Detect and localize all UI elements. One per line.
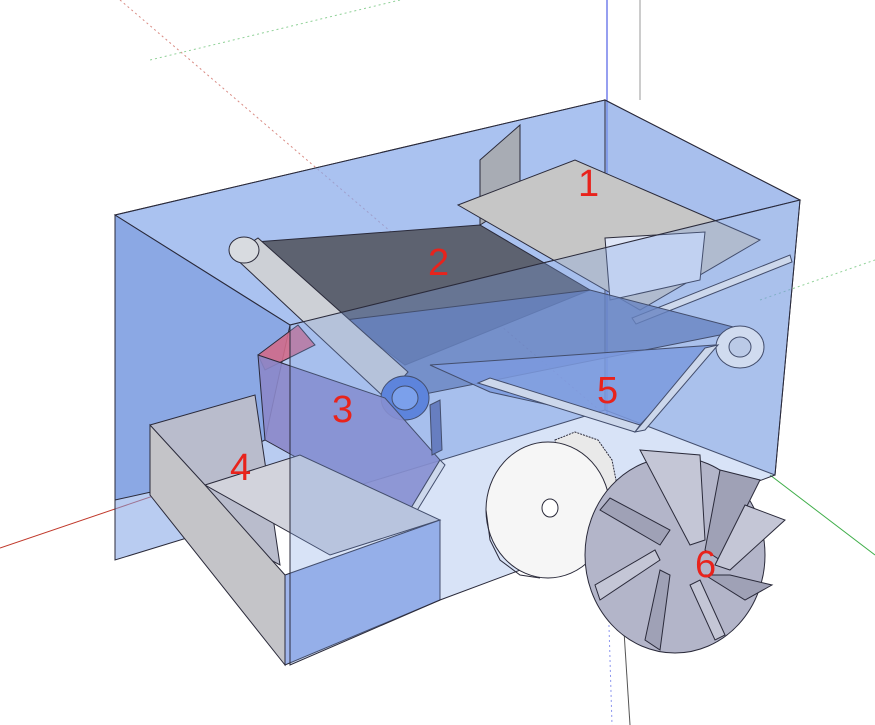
label-part-6: 6	[695, 544, 716, 586]
deflector-left-lip	[476, 377, 641, 433]
part-bin	[149, 394, 442, 667]
fan-blade-3	[714, 504, 786, 571]
part-hopper	[456, 123, 793, 325]
axis-green-dotted	[759, 259, 875, 301]
label-part-1: 1	[578, 163, 599, 205]
axis-green	[769, 474, 875, 556]
part-fan	[584, 449, 786, 654]
label-part-2: 2	[428, 242, 449, 284]
large-gear-hub	[541, 498, 559, 518]
deflector-right-lip	[633, 344, 720, 433]
part-deflector	[429, 344, 720, 433]
roller-pulley-right-inner	[728, 336, 752, 358]
fan-blade-6	[644, 569, 671, 651]
fan-blade-4	[703, 574, 774, 601]
roller-end-left	[228, 236, 260, 264]
axis-green-dotted-2	[149, 0, 401, 61]
label-part-4: 4	[230, 447, 251, 489]
hopper-side-plate	[604, 231, 706, 301]
fan-blade-8	[599, 497, 671, 546]
fan-blade-1	[639, 449, 706, 546]
part-labels: 1 2 3 4 5 6	[230, 163, 716, 586]
part-chute	[257, 324, 446, 523]
large-gear-rim	[485, 509, 541, 579]
label-part-5: 5	[597, 370, 618, 412]
chute-side-block	[429, 399, 443, 456]
roller-end-right-inner	[391, 385, 419, 411]
label-part-3: 3	[332, 389, 353, 431]
fan-blade-5	[689, 579, 726, 641]
fan-blade-7	[594, 549, 661, 601]
